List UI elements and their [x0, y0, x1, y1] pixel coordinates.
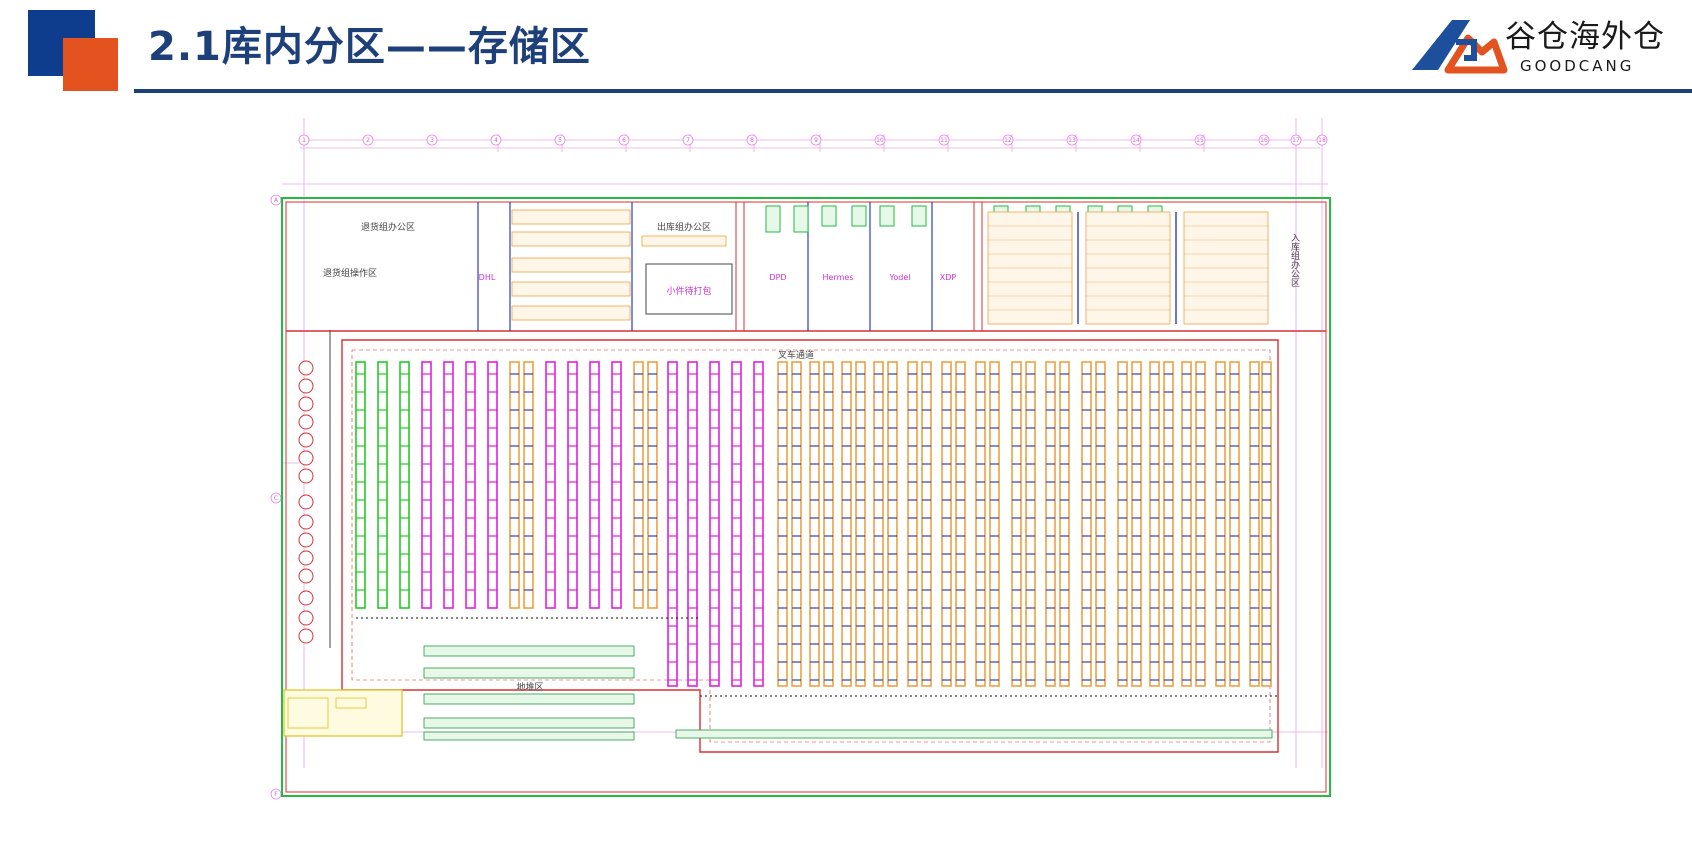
returns-office-label: 退货组办公区 — [361, 221, 415, 233]
rack-row — [377, 361, 388, 609]
grid-row-f: F — [274, 791, 278, 798]
rack-row — [399, 361, 410, 609]
rack-row — [509, 361, 520, 609]
rack-row — [753, 361, 764, 687]
rack-row — [647, 361, 658, 609]
grid-col-10: 10 — [876, 137, 884, 144]
rack-row — [855, 361, 866, 687]
title-underline — [134, 89, 1692, 93]
grid-col-16: 16 — [1260, 137, 1268, 144]
grid-col-17: 17 — [1292, 137, 1300, 144]
rack-row — [611, 361, 622, 609]
rack-row — [823, 361, 834, 687]
rack-row — [921, 361, 932, 687]
rack-row — [777, 361, 788, 687]
rack-row — [1215, 361, 1226, 687]
inbound-office-label: 入库组办公区 — [1289, 233, 1300, 287]
page-title: 2.1库内分区——存储区 — [148, 24, 591, 70]
rack-row — [443, 361, 454, 609]
grid-col-8: 8 — [750, 137, 754, 144]
grid-col-15: 15 — [1196, 137, 1204, 144]
rack-row — [667, 361, 678, 687]
rack-row — [687, 361, 698, 687]
rack-row — [1131, 361, 1142, 687]
rack-row — [1149, 361, 1160, 687]
rack-row — [1045, 361, 1056, 687]
logo-english-name: GOODCANG — [1520, 57, 1635, 75]
warehouse-floor-plan: 1 2 3 4 5 6 7 8 9 10 11 12 13 14 15 16 1… — [270, 118, 1331, 800]
grid-row-c: C — [274, 495, 278, 502]
rack-row — [1011, 361, 1022, 687]
rack-row — [873, 361, 884, 687]
rack-row — [989, 361, 1000, 687]
rack-row — [841, 361, 852, 687]
rack-row — [1195, 361, 1206, 687]
rack-row — [1163, 361, 1174, 687]
rack-row — [1181, 361, 1192, 687]
grid-col-9: 9 — [814, 137, 818, 144]
outbound-office-label: 出库组办公区 — [657, 221, 711, 233]
rack-row — [589, 361, 600, 609]
rack-row — [955, 361, 966, 687]
rack-row — [1229, 361, 1240, 687]
corner-block-orange — [63, 38, 118, 91]
rack-row — [545, 361, 556, 609]
rack-row — [1059, 361, 1070, 687]
grid-col-12: 12 — [1004, 137, 1012, 144]
grid-col-1: 1 — [302, 137, 306, 144]
grid-col-3: 3 — [430, 137, 434, 144]
rack-row — [709, 361, 720, 687]
grid-row-a: A — [274, 197, 279, 204]
forklift-aisle-label: 叉车通道 — [778, 349, 814, 361]
rack-row — [1117, 361, 1128, 687]
grid-col-7: 7 — [686, 137, 690, 144]
grid-col-13: 13 — [1068, 137, 1076, 144]
logo-chinese-name: 谷仓海外仓 — [1505, 19, 1665, 55]
floor-stack-area-label: 地堆区 — [516, 681, 543, 693]
carrier-yodel-label: Yodel — [889, 273, 911, 282]
storage-rack-rows — [355, 361, 1272, 687]
rack-row — [421, 361, 432, 609]
rack-row — [791, 361, 802, 687]
rack-row — [1095, 361, 1106, 687]
grid-col-4: 4 — [494, 137, 498, 144]
grid-col-6: 6 — [622, 137, 626, 144]
rack-row — [887, 361, 898, 687]
carrier-dhl-label: DHL — [479, 273, 496, 282]
rack-row — [731, 361, 742, 687]
grid-col-18: 18 — [1318, 137, 1326, 144]
carrier-dpd-label: DPD — [769, 273, 786, 282]
grid-col-5: 5 — [558, 137, 562, 144]
rack-row — [1025, 361, 1036, 687]
rack-row — [809, 361, 820, 687]
rack-row — [907, 361, 918, 687]
rack-row — [567, 361, 578, 609]
rack-row — [633, 361, 644, 609]
small-parcel-packing-label: 小件待打包 — [666, 285, 711, 297]
rack-row — [465, 361, 476, 609]
grid-col-14: 14 — [1132, 137, 1140, 144]
rack-row — [975, 361, 986, 687]
goodcang-logo-icon — [1412, 20, 1508, 74]
rack-row — [1081, 361, 1092, 687]
carrier-xdp-label: XDP — [940, 273, 957, 282]
rack-row — [523, 361, 534, 609]
returns-operation-label: 退货组操作区 — [323, 267, 377, 279]
carrier-hermes-label: Hermes — [823, 273, 854, 282]
rack-row — [355, 361, 366, 609]
rack-row — [1261, 361, 1272, 687]
rack-row — [487, 361, 498, 609]
grid-col-11: 11 — [940, 137, 948, 144]
grid-col-2: 2 — [366, 137, 370, 144]
rack-row — [941, 361, 952, 687]
rack-row — [1249, 361, 1260, 687]
